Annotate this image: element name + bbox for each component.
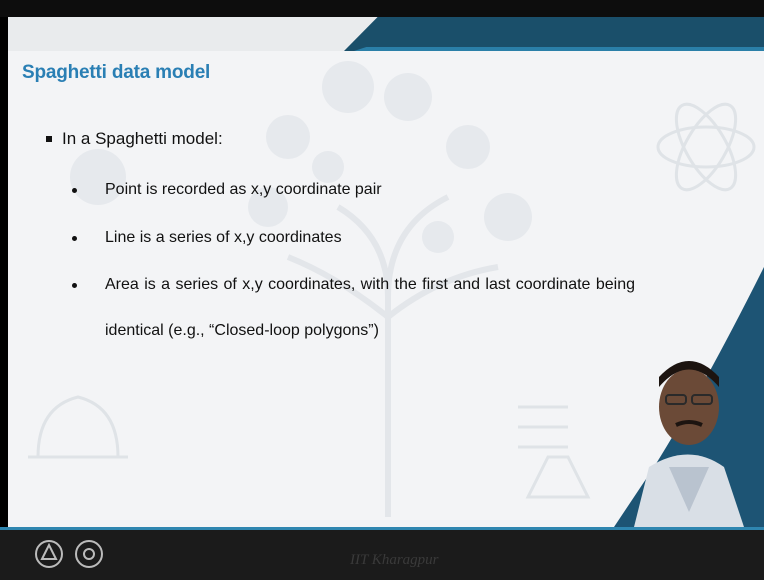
sub-bullet-text: Area is a series of x,y coordinates, wit… — [105, 276, 635, 339]
background-watermark — [28, 61, 756, 517]
bullet-square — [46, 136, 52, 142]
main-bullet-text: In a Spaghetti model: — [62, 129, 223, 148]
sub-bullet-text: Line is a series of x,y coordinates — [105, 229, 342, 246]
footer-accent-line — [0, 527, 764, 530]
slide: Spaghetti data model In a Spaghetti mode… — [8, 17, 764, 527]
nptel-logo-icon — [75, 540, 103, 568]
sub-bullet-text: Point is recorded as x,y coordinate pair — [105, 181, 382, 198]
presenter-image — [614, 267, 764, 527]
top-bar — [0, 0, 764, 17]
bullet-dot — [72, 283, 77, 288]
slide-title: Spaghetti data model — [22, 62, 211, 83]
footer-bar — [0, 527, 764, 580]
header-accent-stripe — [354, 47, 764, 51]
footer-institute-text: IIT Kharagpur — [350, 552, 439, 568]
presenter-video — [614, 267, 764, 527]
bullet-dot — [72, 236, 77, 241]
bullet-dot — [72, 188, 77, 193]
iit-logo-icon — [35, 540, 63, 568]
header-stripe — [344, 17, 764, 51]
